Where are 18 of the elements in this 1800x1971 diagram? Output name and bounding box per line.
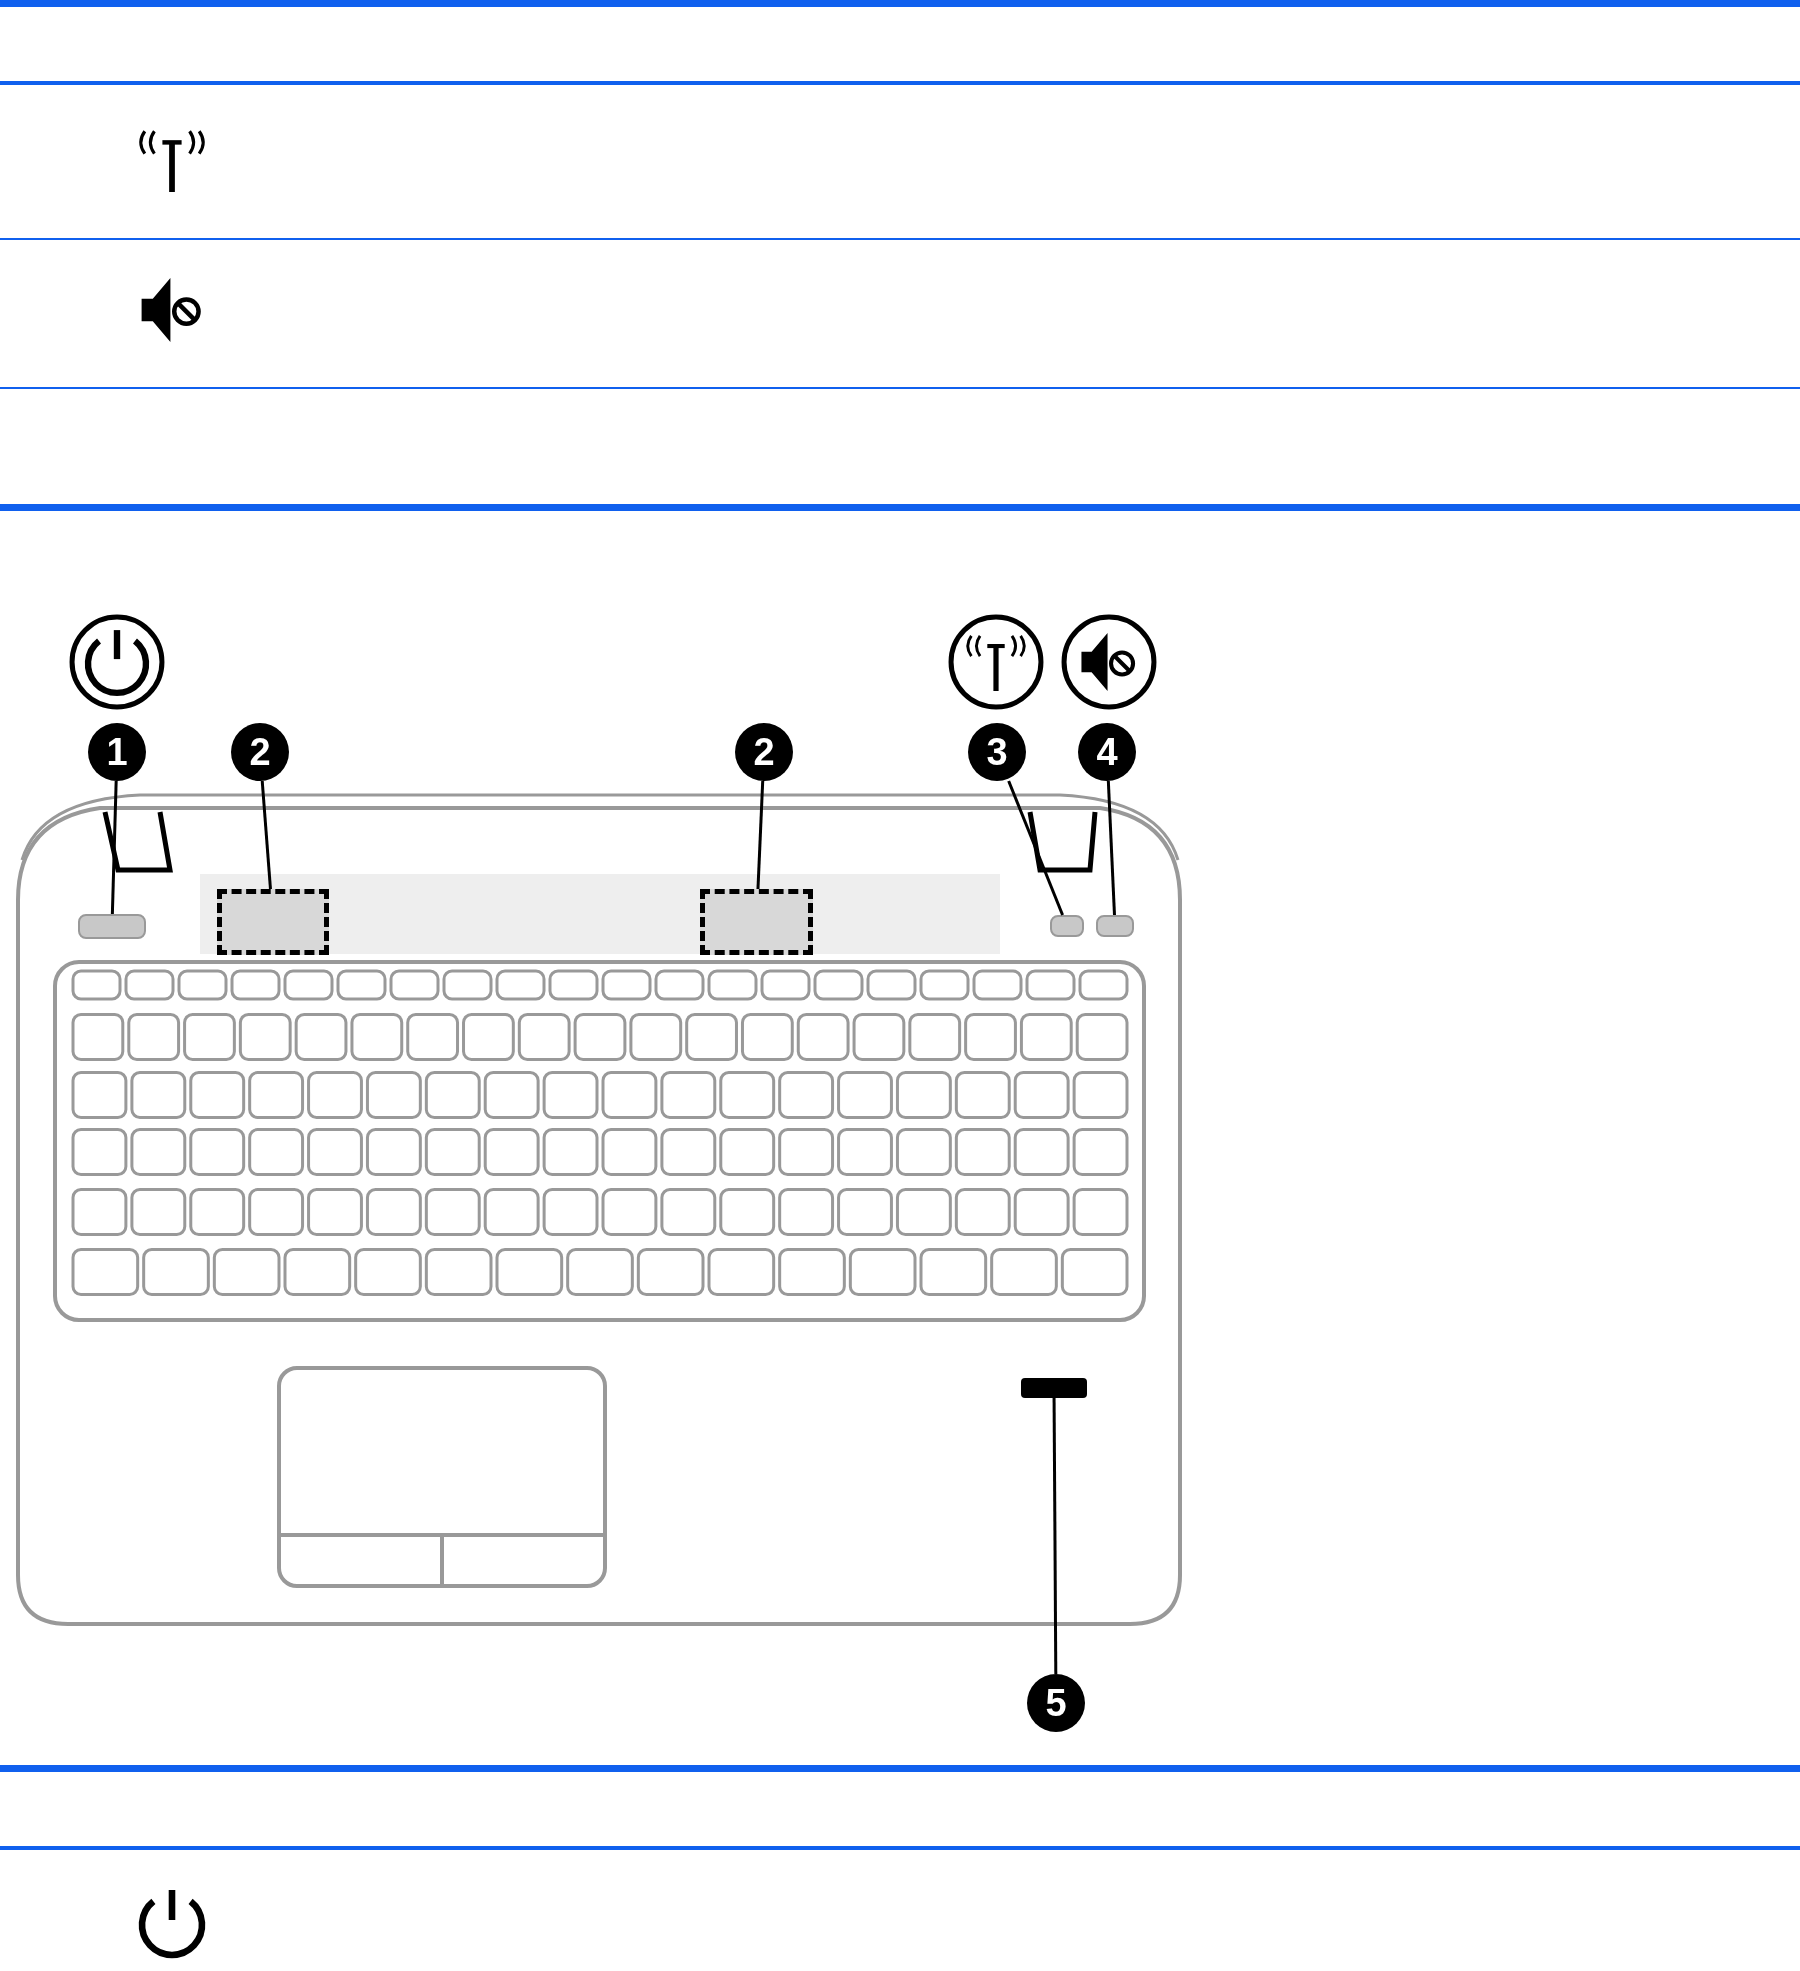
speaker: [700, 889, 813, 955]
leader-line: [1106, 780, 1116, 916]
callout-number: 2: [735, 723, 793, 781]
leader-line: [110, 780, 118, 915]
callout-number: 4: [1078, 723, 1136, 781]
button: [1050, 915, 1084, 937]
callout-number: 5: [1027, 1674, 1085, 1732]
callout-number: 1: [88, 723, 146, 781]
button: [78, 914, 146, 939]
leader-line: [260, 780, 272, 890]
leader-line: [1007, 780, 1064, 916]
leader-line: [756, 780, 765, 890]
callout-number: 2: [231, 723, 289, 781]
callout-number: 3: [968, 723, 1026, 781]
button: [1096, 915, 1134, 937]
fingerprint-reader: [1021, 1378, 1087, 1398]
leader-line: [1052, 1398, 1058, 1674]
speaker: [217, 889, 329, 955]
